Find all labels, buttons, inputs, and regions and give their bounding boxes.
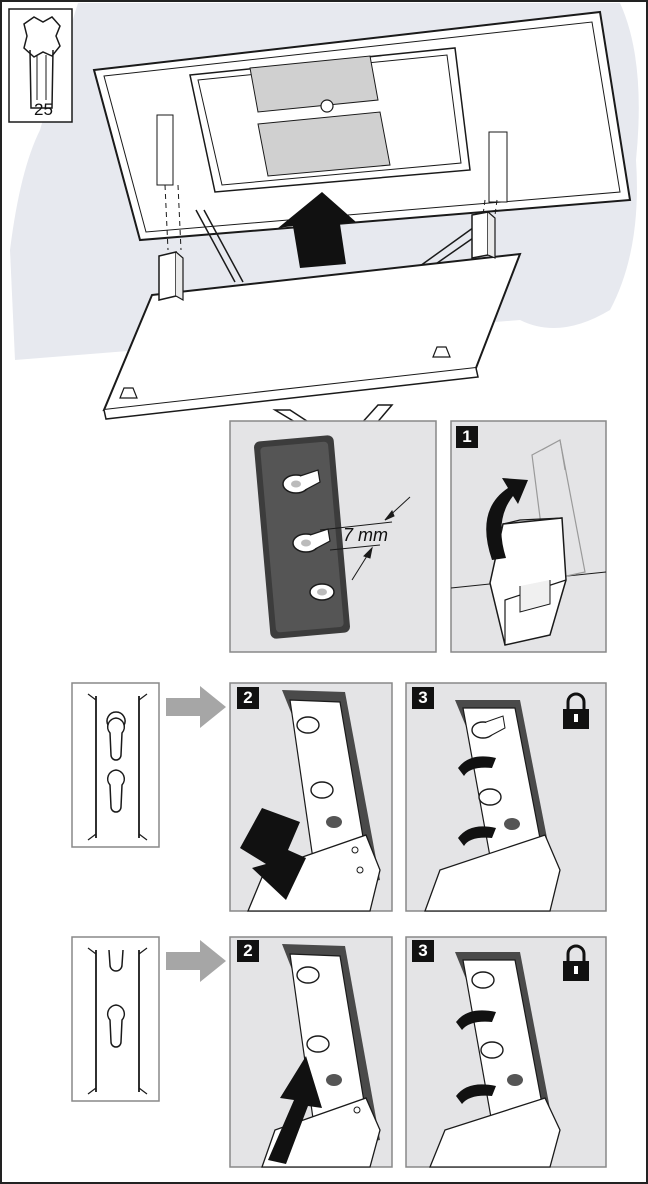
stand-base-plate <box>102 211 522 420</box>
grey-arrow-icon <box>166 940 226 982</box>
step-3-badge: 3 <box>412 687 434 709</box>
dimension-lines <box>319 496 411 581</box>
keyhole-rail-panel-a <box>71 682 160 848</box>
step-2-badge: 2 <box>237 940 259 962</box>
push-up-arrow-icon <box>268 1056 322 1164</box>
padlock-icon <box>563 692 589 729</box>
step-3-panel-b <box>405 936 607 1168</box>
keyhole-rail-panel-b <box>71 936 160 1102</box>
torx-size-label: 25 <box>34 100 53 119</box>
screw-head <box>282 469 321 494</box>
screw-gap-label: 7 mm <box>343 525 388 545</box>
step-1-panel <box>450 420 607 653</box>
padlock-icon <box>563 944 589 981</box>
keyhole-slot <box>106 769 126 813</box>
keyhole-slot <box>106 1004 126 1048</box>
screw-head <box>292 528 331 553</box>
open-slot <box>108 949 124 972</box>
rotation-clip <box>458 756 496 846</box>
rotation-clip <box>456 1010 496 1104</box>
torx-bit-icon <box>8 8 73 123</box>
rotate-arrow-icon <box>486 478 528 560</box>
step-2-panel-b <box>229 936 393 1168</box>
tv-back <box>92 10 632 242</box>
step-1-badge: 1 <box>456 426 478 448</box>
step-3-badge: 3 <box>412 940 434 962</box>
step-2-badge: 2 <box>237 687 259 709</box>
screw-detail-panel <box>229 420 437 653</box>
push-up-arrow-icon <box>278 192 356 268</box>
grey-arrow-icon <box>166 686 226 728</box>
step-3-panel-a <box>405 682 607 912</box>
step-2-panel-a <box>229 682 393 912</box>
screw-hole <box>309 583 335 601</box>
push-down-arrow-icon <box>240 808 306 900</box>
keyhole-slot <box>106 717 126 761</box>
